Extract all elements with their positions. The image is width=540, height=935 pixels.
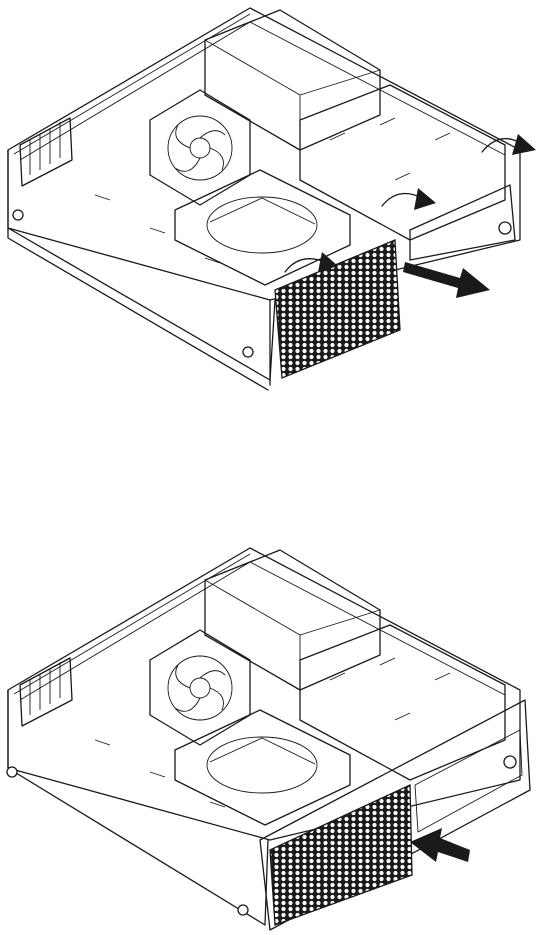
fan-icon <box>150 90 250 205</box>
power-button-icon <box>504 756 516 768</box>
front-bezel-mesh <box>275 240 400 378</box>
drive-cage <box>300 85 515 260</box>
panel-remove-bezel <box>0 0 540 400</box>
front-bezel-mesh <box>270 785 412 925</box>
motion-arrow-icon <box>403 262 490 298</box>
power-button-icon <box>499 222 511 234</box>
front-bezel <box>260 700 530 930</box>
chassis-illustration <box>0 540 540 935</box>
fan-icon <box>150 630 250 745</box>
screw-icon <box>243 347 253 357</box>
drive-cage <box>300 625 505 780</box>
hard-drive-icon <box>175 710 350 825</box>
panel-install-bezel <box>0 540 540 935</box>
chassis-illustration <box>0 0 540 400</box>
screw-icon <box>238 905 248 915</box>
screw-icon <box>7 767 17 777</box>
screw-icon <box>13 210 23 220</box>
motion-arrow-icon <box>410 828 470 862</box>
